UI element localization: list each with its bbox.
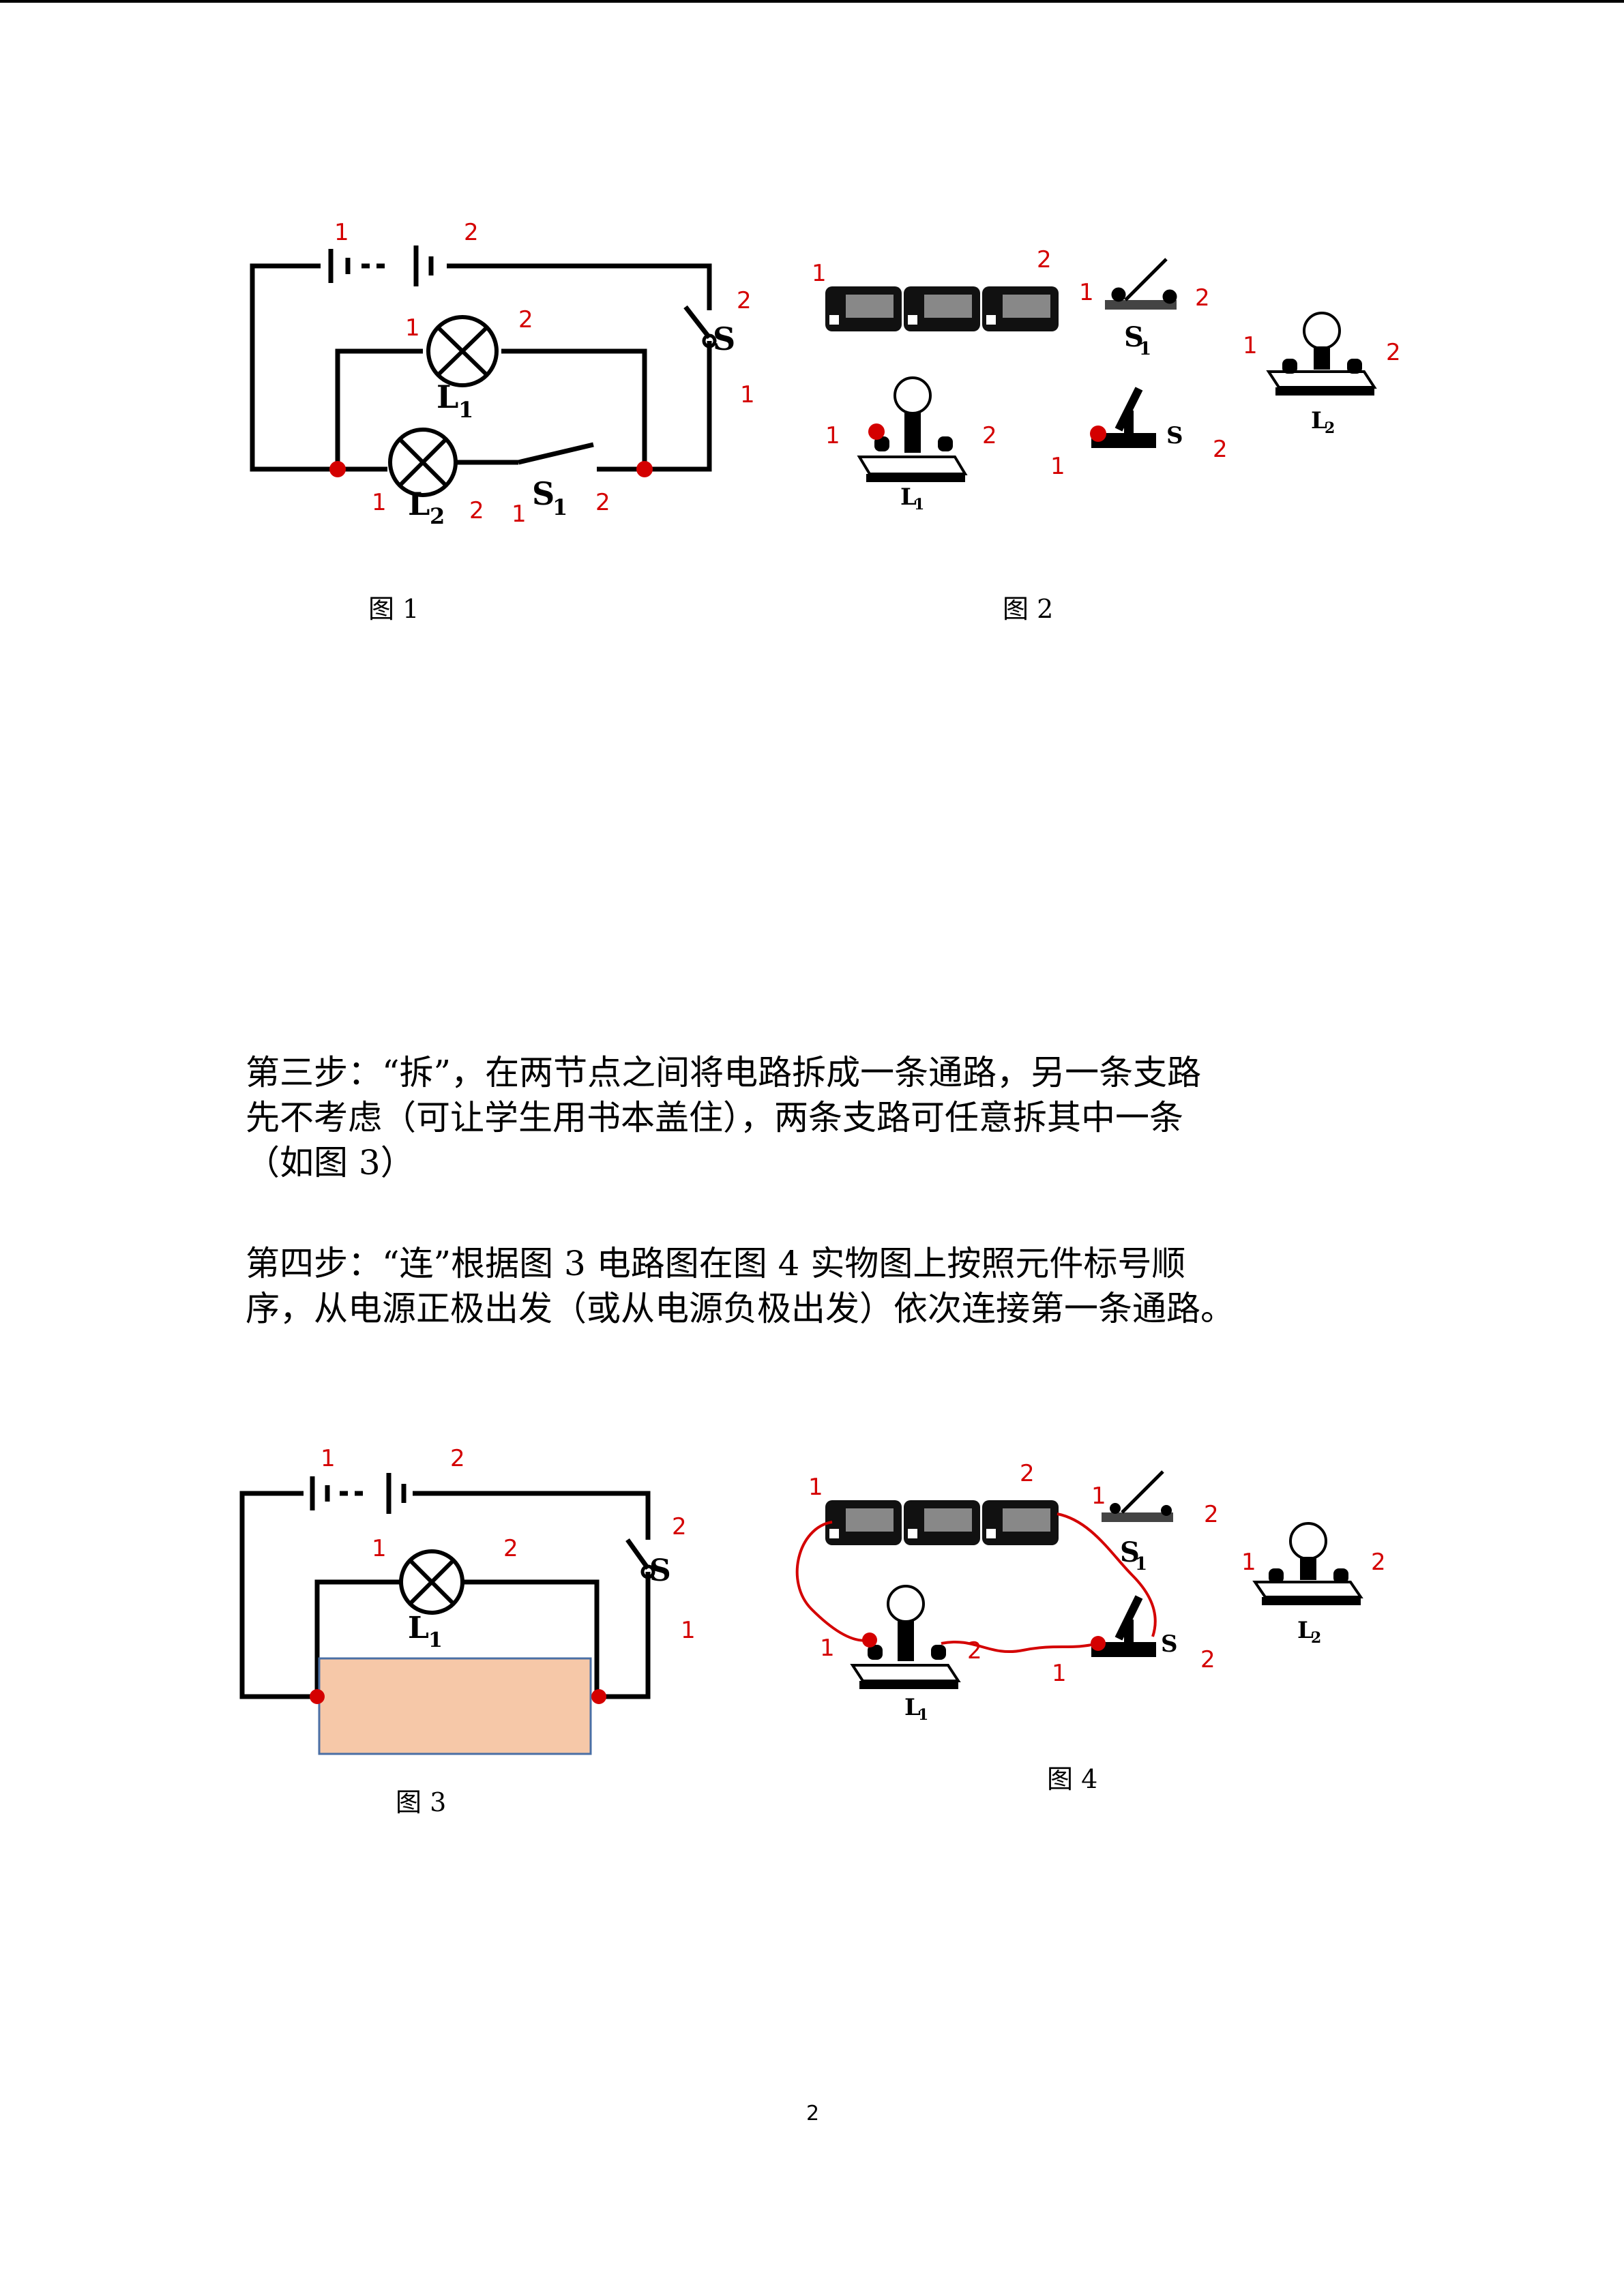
svg-text:2: 2 [1200,1646,1215,1673]
svg-text:1: 1 [512,501,527,528]
step-3-paragraph: 第三步：“拆”，在两节点之间将电路拆成一条通路，另一条支路 先不考虑（可让学生用… [246,1053,1202,1182]
switch-s1-label: S [532,475,555,512]
figure-3-circuit-diagram: S L 1 1 2 1 2 2 1 [239,1446,696,1755]
lamp-l1-label: L [437,378,458,415]
svg-text:2: 2 [1020,1460,1035,1487]
svg-text:S: S [1161,1630,1178,1658]
svg-text:2: 2 [503,1535,518,1562]
svg-text:1: 1 [405,314,420,342]
figure-1-caption: 图 1 [368,594,419,624]
svg-text:1: 1 [1050,453,1065,480]
svg-text:1: 1 [334,219,349,246]
svg-text:1: 1 [1091,1482,1106,1510]
battery-pack-icon [825,286,1059,331]
cover-box [318,1657,592,1755]
red-wire [941,1640,1099,1654]
switch-s1-icon [1105,258,1177,310]
svg-text:1: 1 [552,494,567,520]
page-top-border [0,0,1624,3]
svg-text:1: 1 [321,1446,336,1472]
svg-text:2: 2 [430,503,445,529]
svg-text:1: 1 [458,397,473,423]
red-wire [1057,1512,1157,1637]
page-number: 2 [806,2102,820,2126]
svg-text:1: 1 [372,489,387,516]
lamp-l2-label: L [408,486,430,522]
step-4-paragraph: 第四步：“连”根据图 3 电路图在图 4 实物图上按照元件标号顺 序，从电源正极… [246,1244,1235,1328]
figure-4-caption: 图 4 [1047,1764,1098,1794]
figure-2-physical-components: S 1 L 2 L 1 S 1 2 1 2 1 2 1 2 1 2 [812,246,1401,513]
svg-text:2: 2 [967,1637,982,1665]
svg-text:S: S [1124,321,1144,353]
svg-text:1: 1 [914,496,924,513]
svg-text:2: 2 [1195,284,1210,312]
svg-text:1: 1 [681,1617,696,1644]
svg-text:2: 2 [672,1513,687,1540]
svg-text:2: 2 [1037,246,1052,273]
svg-text:2: 2 [1325,419,1335,437]
lamp-l2-icon [1266,312,1377,396]
svg-text:1: 1 [808,1474,823,1501]
svg-text:1: 1 [740,381,755,408]
svg-text:1: 1 [372,1535,387,1562]
figure-3-caption: 图 3 [396,1787,447,1817]
svg-text:1: 1 [1079,279,1094,306]
svg-text:1: 1 [1135,1554,1147,1575]
svg-text:1: 1 [1243,332,1258,359]
svg-text:2: 2 [518,306,533,333]
svg-text:L: L [1311,407,1327,434]
svg-text:1: 1 [812,260,827,287]
svg-text:1: 1 [825,422,840,449]
svg-text:L: L [904,1694,921,1721]
switch-s-icon [1091,387,1156,448]
switch-s-label: S [713,320,735,357]
svg-text:S: S [649,1553,671,1588]
figure-1-circuit-diagram: S L 1 L 2 S 1 1 2 1 2 2 1 1 2 1 2 [250,219,755,529]
svg-text:2: 2 [737,287,752,314]
svg-text:1: 1 [428,1628,443,1652]
svg-text:1: 1 [918,1706,928,1724]
svg-text:2: 2 [469,497,484,524]
svg-text:S: S [1120,1536,1140,1568]
svg-text:2: 2 [1386,339,1401,366]
svg-text:1: 1 [820,1635,835,1662]
svg-text:1: 1 [1139,339,1151,359]
svg-text:2: 2 [1204,1501,1219,1528]
svg-text:S: S [1166,422,1183,449]
svg-text:1: 1 [1241,1549,1256,1576]
red-wire [795,1521,870,1642]
svg-text:2: 2 [595,489,610,516]
svg-text:2: 2 [982,422,997,449]
svg-text:2: 2 [450,1446,465,1472]
svg-text:2: 2 [1371,1549,1386,1576]
svg-text:L: L [1297,1617,1314,1644]
svg-text:2: 2 [1311,1629,1321,1647]
figure-2-caption: 图 2 [1003,594,1054,624]
svg-text:2: 2 [464,219,479,246]
svg-text:2: 2 [1213,436,1228,463]
figure-4-physical-wiring: S 1 L 2 L 1 S 1 2 1 2 1 2 1 2 1 2 [795,1460,1386,1724]
svg-text:1: 1 [1052,1660,1067,1687]
svg-text:L: L [900,483,917,511]
lamp-l1-icon [857,376,968,482]
svg-text:L: L [408,1611,429,1645]
